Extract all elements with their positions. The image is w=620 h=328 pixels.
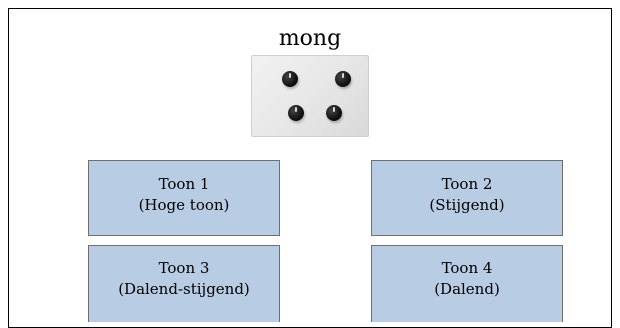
gong-device-icon bbox=[251, 55, 369, 137]
tone-name: Toon 3 bbox=[158, 259, 210, 277]
tone-name: Toon 4 bbox=[441, 259, 493, 277]
tone-description: (Dalend) bbox=[434, 280, 500, 298]
tone-box-3: Toon 3 (Dalend-stijgend) bbox=[88, 245, 280, 322]
knob-icon bbox=[335, 71, 351, 87]
knob-icon bbox=[288, 105, 304, 121]
knob-icon bbox=[282, 71, 298, 87]
tone-name: Toon 2 bbox=[441, 175, 493, 193]
diagram-title: mong bbox=[278, 26, 342, 51]
tone-box-4: Toon 4 (Dalend) bbox=[371, 245, 563, 322]
knob-icon bbox=[326, 105, 342, 121]
tone-box-2: Toon 2 (Stijgend) bbox=[371, 160, 563, 236]
tone-name: Toon 1 bbox=[158, 175, 210, 193]
tone-description: (Dalend-stijgend) bbox=[118, 280, 250, 298]
tone-description: (Stijgend) bbox=[429, 196, 505, 214]
tone-description: (Hoge toon) bbox=[138, 196, 230, 214]
tone-box-1: Toon 1 (Hoge toon) bbox=[88, 160, 280, 236]
